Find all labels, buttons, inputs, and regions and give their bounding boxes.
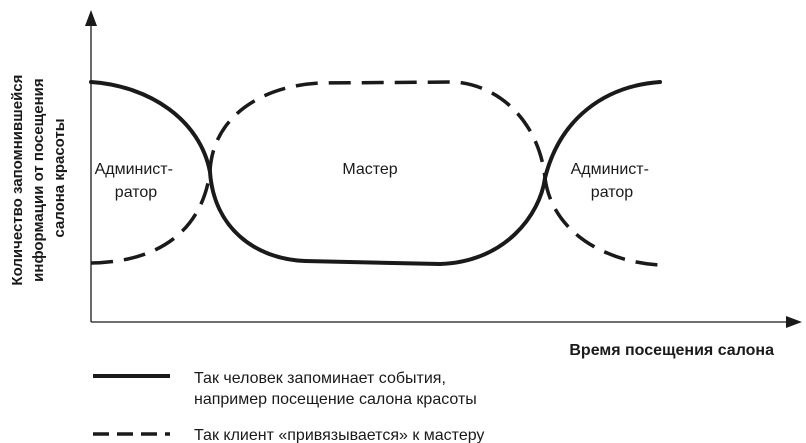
legend-solid-label: Так человек запоминает события, например… (194, 370, 477, 408)
region-label-admin-right-line-1: Админист- (571, 161, 649, 178)
region-label-master: Мастер (342, 161, 397, 178)
solid-curve-master (208, 170, 547, 267)
dashed-curve-right (543, 177, 661, 267)
dashed-curves (90, 80, 661, 267)
region-label-admin-right: Админист- ратор (571, 161, 654, 201)
legend: Так человек запоминает события, например… (93, 370, 484, 443)
legend-solid-label-line-1: Так человек запоминает события, (194, 370, 446, 387)
solid-curve-left (89, 80, 212, 174)
region-label-admin-left-line-2: ратор (115, 184, 157, 201)
axes (90, 22, 793, 323)
solid-curve-right (543, 80, 662, 180)
solid-curves (89, 80, 662, 267)
dashed-curve-master (208, 80, 547, 179)
y-axis-label-line-1: Количество запомнившейся (9, 75, 26, 286)
y-axis-label: Количество запомнившейся информации от п… (9, 70, 68, 285)
y-axis-label-line-2: информации от посещения (30, 78, 47, 281)
dashed-curve-left (90, 171, 212, 265)
y-axis-label-line-3: салона красоты (51, 118, 68, 237)
region-label-admin-left: Админист- ратор (95, 161, 178, 201)
y-axis-arrow-icon (85, 10, 97, 26)
region-label-admin-left-line-1: Админист- (95, 161, 173, 178)
legend-solid-label-line-2: например посещение салона красоты (194, 391, 477, 408)
region-label-admin-right-line-2: ратор (591, 184, 633, 201)
x-axis-arrow-icon (786, 316, 802, 328)
legend-dashed-label: Так клиент «привязывается» к мастеру (194, 427, 484, 443)
x-axis-label: Время посещения салона (569, 342, 774, 359)
